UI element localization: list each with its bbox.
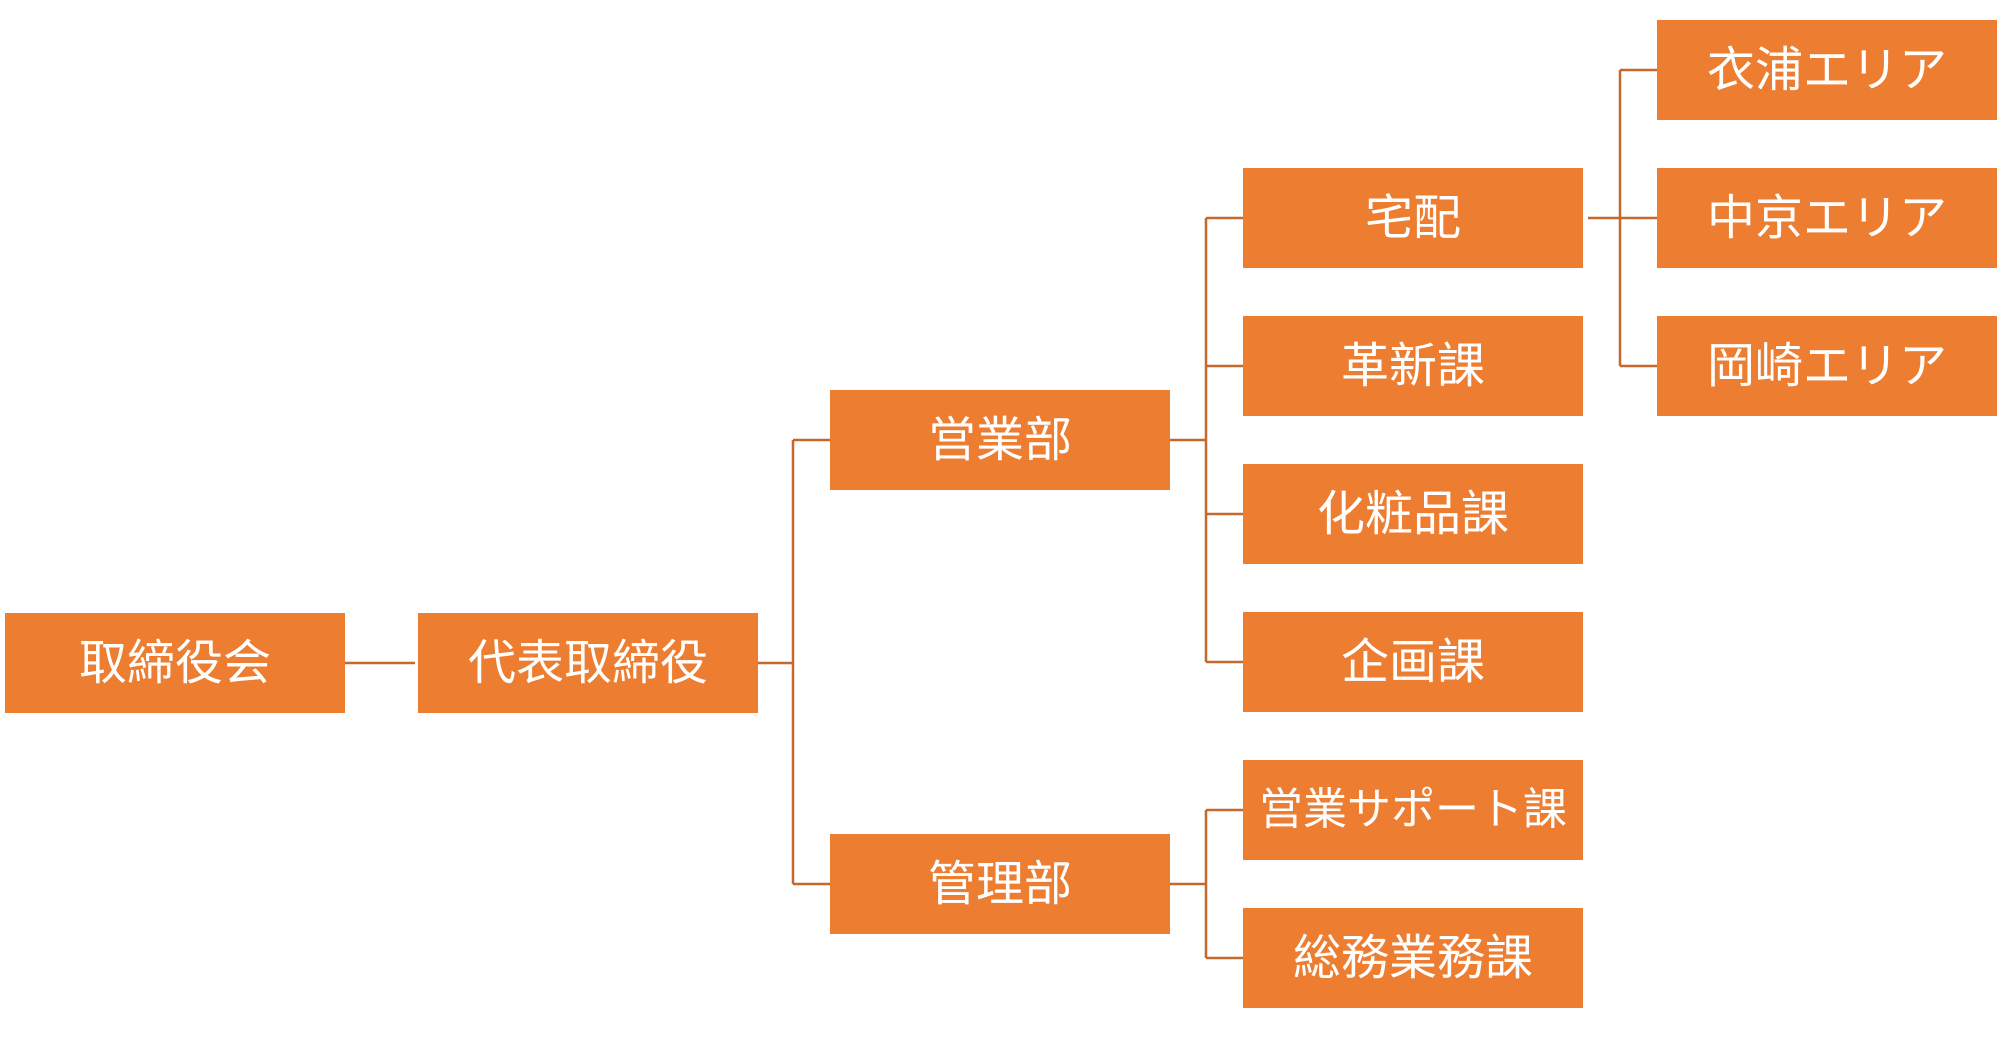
general-affairs-section-label: 総務業務課 [1292, 930, 1533, 986]
ceo-label: 代表取締役 [467, 635, 708, 691]
innovation-section-box: 革新課 [1243, 316, 1583, 416]
sales-department-label: 営業部 [927, 412, 1072, 468]
sales-support-section-label: 営業サポート課 [1259, 784, 1567, 835]
okazaki-area-box: 岡崎エリア [1657, 316, 1997, 416]
connector-ceo-departments [758, 438, 830, 886]
planning-section-label: 企画課 [1340, 634, 1485, 690]
kinuura-area-box: 衣浦エリア [1657, 20, 1997, 120]
board-box: 取締役会 [5, 613, 345, 713]
sales-support-section-box: 営業サポート課 [1243, 760, 1583, 860]
admin-department-box: 管理部 [830, 834, 1170, 934]
connector-admin-sections [1170, 808, 1243, 960]
cosmetics-section-box: 化粧品課 [1243, 464, 1583, 564]
admin-department-label: 管理部 [927, 856, 1072, 912]
ceo-box: 代表取締役 [418, 613, 758, 713]
connector-delivery-areas [1588, 68, 1657, 368]
okazaki-area-label: 岡崎エリア [1706, 338, 1947, 394]
delivery-section-box: 宅配 [1243, 168, 1583, 268]
general-affairs-section-box: 総務業務課 [1243, 908, 1583, 1008]
connector-sales-sections [1170, 216, 1243, 664]
chukyo-area-label: 中京エリア [1706, 190, 1947, 246]
board-label: 取締役会 [78, 635, 271, 691]
sales-department-box: 営業部 [830, 390, 1170, 490]
chukyo-area-box: 中京エリア [1657, 168, 1997, 268]
delivery-section-label: 宅配 [1364, 190, 1461, 246]
kinuura-area-label: 衣浦エリア [1706, 42, 1947, 98]
cosmetics-section-label: 化粧品課 [1316, 486, 1509, 542]
planning-section-box: 企画課 [1243, 612, 1583, 712]
innovation-section-label: 革新課 [1340, 338, 1485, 394]
